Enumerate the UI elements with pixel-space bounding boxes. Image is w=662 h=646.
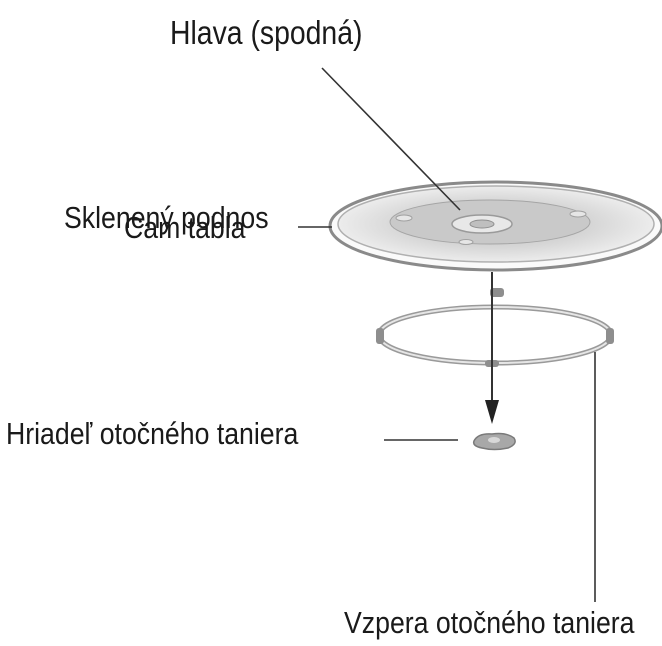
label-shaft: Hriadeľ otočného taniera xyxy=(6,416,299,451)
roller-ring xyxy=(376,288,614,367)
label-glass-tray: Sklenený podnos xyxy=(64,200,269,235)
leader-head xyxy=(321,67,461,211)
label-glass-tray-overlay: Cam tabla xyxy=(124,210,246,245)
shaft-coupler xyxy=(472,432,516,451)
label-head: Hlava (spodná) xyxy=(170,14,363,51)
glass-tray xyxy=(328,180,662,272)
label-support: Vzpera otočného taniera xyxy=(344,605,635,640)
assembly-arrow xyxy=(485,272,499,424)
